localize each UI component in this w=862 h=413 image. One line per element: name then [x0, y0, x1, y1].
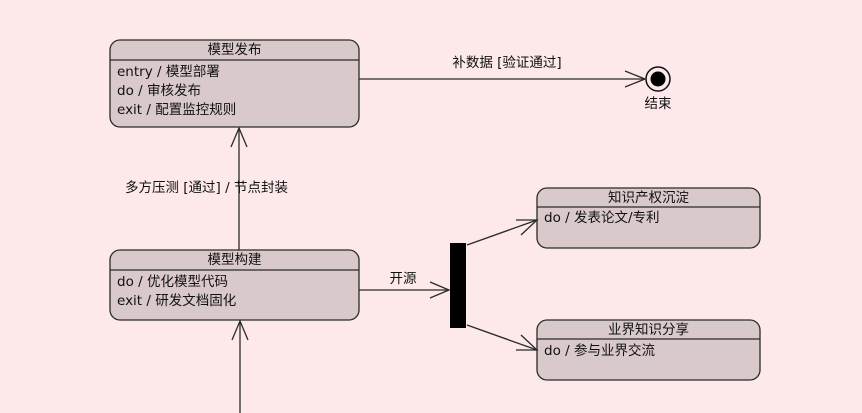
state-do-action: do / 优化模型代码 [117, 274, 228, 290]
state-model-build: 模型构建 do / 优化模型代码 exit / 研发文档固化 [109, 249, 360, 321]
state-do-action: do / 审核发布 [117, 83, 201, 99]
incoming-edge-arrowhead [231, 319, 249, 341]
state-model-release: 模型发布 entry / 模型部署 do / 审核发布 exit / 配置监控规… [109, 39, 360, 128]
transition-label: 补数据 [验证通过] [452, 55, 561, 71]
end-state: 结束 [645, 66, 673, 112]
state-industry-sharing: 业界知识分享 do / 参与业界交流 [536, 319, 761, 381]
state-do-action: do / 发表论文/专利 [544, 210, 660, 226]
state-name: 模型发布 [208, 42, 262, 58]
transition-build-to-release: 多方压测 [通过] / 节点封装 [125, 126, 288, 250]
transition-label: 开源 [390, 271, 417, 287]
transition-fork-to-share [466, 324, 539, 351]
transition-label: 多方压测 [通过] / 节点封装 [125, 179, 288, 196]
state-do-action: do / 参与业界交流 [544, 342, 655, 359]
state-name: 模型构建 [208, 252, 262, 268]
transition-fork-to-ip [466, 219, 539, 246]
state-exit-action: exit / 研发文档固化 [117, 293, 236, 309]
transition-build-to-fork: 开源 [359, 271, 451, 299]
state-ip-accumulation: 知识产权沉淀 do / 发表论文/专利 [536, 187, 761, 249]
state-exit-action: exit / 配置监控规则 [117, 102, 236, 118]
state-entry-action: entry / 模型部署 [117, 64, 220, 80]
transition-release-to-end: 补数据 [验证通过] [359, 55, 647, 88]
end-state-label: 结束 [645, 96, 673, 112]
state-name: 知识产权沉淀 [608, 189, 689, 206]
state-name: 业界知识分享 [608, 321, 689, 338]
fork-bar [450, 243, 466, 328]
